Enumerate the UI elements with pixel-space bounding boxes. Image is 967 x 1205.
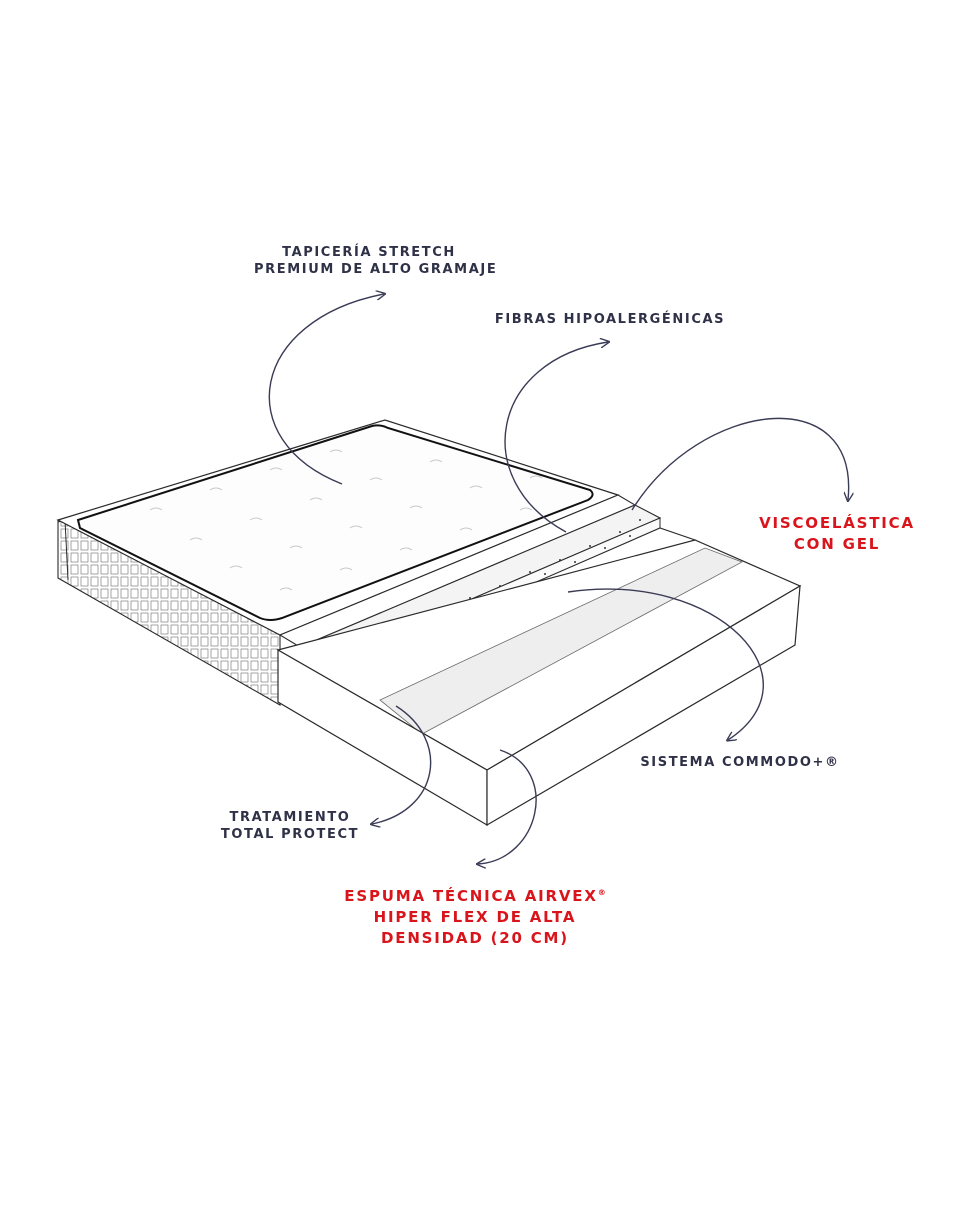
label-fibras: FIBRAS HIPOALERGÉNICAS	[490, 311, 730, 328]
arrow-visco	[631, 417, 849, 511]
callout-arrows	[268, 294, 849, 864]
label-tapiceria: TAPICERÍA STRETCH PREMIUM DE ALTO GRAMAJ…	[254, 244, 498, 278]
label-tratamiento-line1: TRATAMIENTO	[229, 810, 351, 825]
label-visco-line2: CON GEL	[793, 535, 881, 553]
label-tapiceria-line1: TAPICERÍA STRETCH	[282, 245, 456, 260]
label-tapiceria-line2: PREMIUM DE ALTO GRAMAJE	[254, 262, 498, 277]
label-tratamiento-line2: TOTAL PROTECT	[220, 827, 360, 842]
label-visco-line1: VISCOELÁSTICA	[759, 514, 915, 532]
label-espuma-line2: HIPER FLEX DE ALTA	[373, 908, 577, 926]
label-espuma-line1: ESPUMA TÉCNICA AIRVEX®	[340, 882, 610, 907]
arrow-fibras	[504, 342, 608, 533]
registered-mark: ®	[597, 888, 606, 897]
label-espuma: ESPUMA TÉCNICA AIRVEX® HIPER FLEX DE ALT…	[340, 882, 610, 949]
arrow-tapiceria	[268, 294, 384, 485]
label-espuma-line1-text: ESPUMA TÉCNICA AIRVEX	[344, 887, 598, 905]
label-fibras-line1: FIBRAS HIPOALERGÉNICAS	[494, 312, 726, 327]
arrow-tratamiento	[372, 705, 432, 824]
label-espuma-line3: DENSIDAD (20 CM)	[381, 929, 569, 947]
label-sistema: SISTEMA COMMODO+®	[630, 754, 850, 771]
label-sistema-line1: SISTEMA COMMODO+®	[640, 755, 840, 770]
arrow-espuma	[478, 749, 537, 864]
label-tratamiento: TRATAMIENTO TOTAL PROTECT	[210, 809, 370, 843]
arrow-sistema	[567, 588, 764, 740]
label-visco: VISCOELÁSTICA CON GEL	[752, 513, 922, 555]
